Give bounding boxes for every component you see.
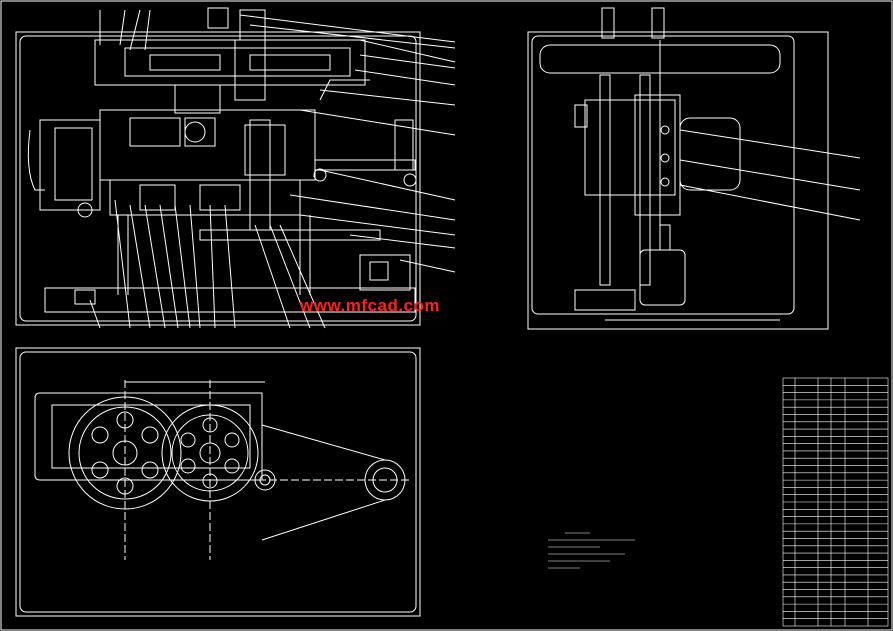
technical-notes [548, 532, 635, 569]
side-view [527, 7, 861, 330]
front-section-view [15, 7, 456, 329]
parts-table [782, 377, 889, 627]
plan-view [15, 347, 421, 617]
watermark-text: www.mfcad.com [300, 296, 441, 315]
